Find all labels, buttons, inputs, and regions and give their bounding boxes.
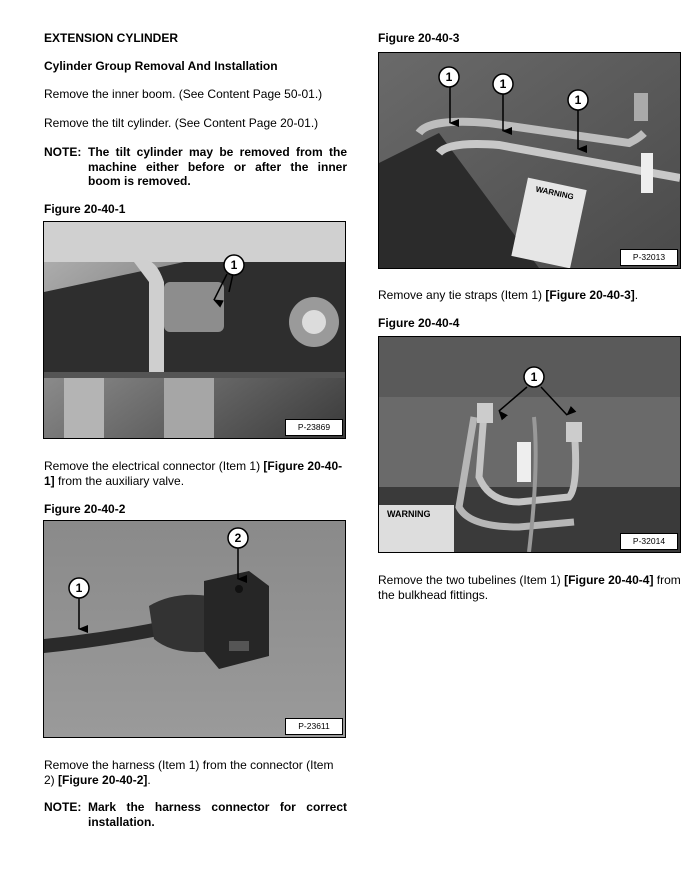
step-text: . <box>147 773 151 787</box>
note-tilt-cylinder: NOTE: The tilt cylinder may be removed f… <box>44 145 347 189</box>
section-title: EXTENSION CYLINDER <box>44 31 179 45</box>
callout-1: 1 <box>213 254 245 308</box>
callout-1: 1 <box>68 577 90 633</box>
warning-label: WARNING <box>387 509 431 519</box>
step-text: from the bulkhead fittings. <box>378 573 681 602</box>
photo-id-tag: P-32014 <box>620 533 678 550</box>
note-label: NOTE: <box>44 800 82 814</box>
callout-2: 2 <box>227 527 249 583</box>
note-label: NOTE: <box>44 145 82 159</box>
figure-20-40-3-photo: WARNING 1 1 1 P-32013 <box>378 52 681 269</box>
step-remove-electrical-connector: Remove the electrical connector (Item 1)… <box>44 459 347 489</box>
step-remove-tie-straps: Remove any tie straps (Item 1) [Figure 2… <box>378 288 681 303</box>
note-text: Mark the harness connector for correct i… <box>88 800 347 829</box>
figure-20-40-2-photo: 2 1 P-23611 <box>43 520 346 738</box>
figure-reference: [Figure 20-40-4] <box>564 573 654 587</box>
callout-1a: 1 <box>438 66 460 127</box>
step-text: Remove any tie straps (Item 1) <box>378 288 546 302</box>
step-remove-inner-boom: Remove the inner boom. (See Content Page… <box>44 87 323 101</box>
callout-number: 1 <box>575 93 582 107</box>
callout-number: 1 <box>231 258 238 272</box>
figure-20-40-1-photo: 1 P-23869 <box>43 221 346 439</box>
step-remove-tilt-cylinder: Remove the tilt cylinder. (See Content P… <box>44 116 319 130</box>
step-remove-harness: Remove the harness (Item 1) from the con… <box>44 758 347 788</box>
step-text: Remove the harness (Item 1) from the con… <box>44 758 334 787</box>
figure-caption: Figure 20-40-2 <box>44 502 126 516</box>
subsection-title: Cylinder Group Removal And Installation <box>44 59 278 73</box>
step-text: from the auxiliary valve. <box>54 474 185 488</box>
callout-number: 1 <box>76 581 83 595</box>
callout-number: 1 <box>531 370 538 384</box>
note-text: The tilt cylinder may be removed from th… <box>88 145 347 188</box>
figure-reference: [Figure 20-40-1] <box>44 459 343 488</box>
photo-id-tag: P-23869 <box>285 419 343 436</box>
photo-id-tag: P-32013 <box>620 249 678 266</box>
figure-caption: Figure 20-40-3 <box>378 31 460 45</box>
figure-caption: Figure 20-40-1 <box>44 202 126 216</box>
warning-decal: WARNING <box>511 177 587 268</box>
figure-reference: [Figure 20-40-2] <box>58 773 148 787</box>
callout-number: 1 <box>446 70 453 84</box>
step-remove-tubelines: Remove the two tubelines (Item 1) [Figur… <box>378 573 681 603</box>
note-mark-harness: NOTE: Mark the harness connector for cor… <box>44 800 347 829</box>
figure-20-40-4-photo: WARNING 1 P-32014 <box>378 336 681 553</box>
callout-number: 2 <box>235 531 242 545</box>
figure-reference: [Figure 20-40-3] <box>545 288 635 302</box>
step-text: . <box>634 288 639 302</box>
step-text: Remove the two tubelines (Item 1) <box>378 573 565 587</box>
photo-id-tag: P-23611 <box>285 718 343 735</box>
warning-decal: WARNING <box>379 505 454 552</box>
step-text: Remove the electrical connector (Item 1) <box>44 459 264 473</box>
callout-1b: 1 <box>492 73 514 135</box>
callout-1: 1 <box>498 366 577 421</box>
figure-caption: Figure 20-40-4 <box>378 316 460 330</box>
callout-number: 1 <box>500 77 507 91</box>
callout-1c: 1 <box>567 89 589 153</box>
